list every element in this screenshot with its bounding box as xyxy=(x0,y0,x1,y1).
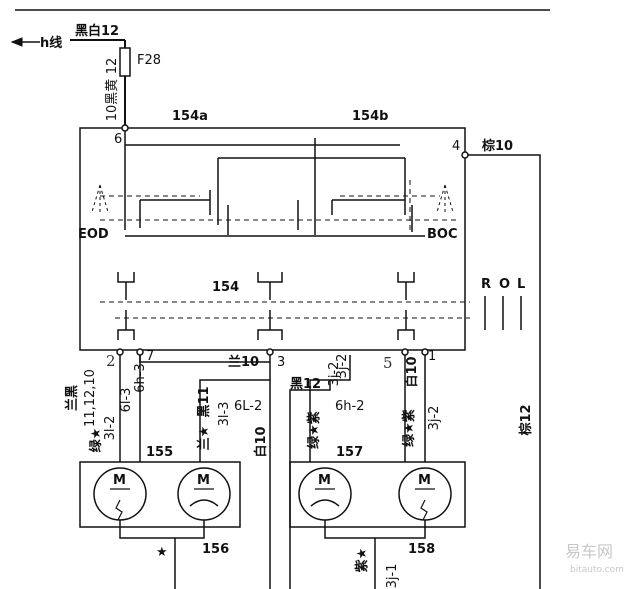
brown10-label: 棕10 xyxy=(481,138,513,154)
w-nums-label: 11,12,10 xyxy=(83,369,98,427)
motor-m-label-2: M xyxy=(197,473,210,488)
bottom156-label: 156 xyxy=(202,542,229,557)
w-3l3-label: 3l-3 xyxy=(217,402,232,427)
wire-top-label: 黑白12 xyxy=(75,23,119,39)
pin3j2-label: 3j-2 xyxy=(335,354,350,379)
h-line-label: h线 xyxy=(40,35,62,51)
pin4-terminal xyxy=(461,151,469,159)
motor-m-label-4: M xyxy=(418,473,431,488)
motor-m-label-3: M xyxy=(318,473,331,488)
w-green-star-l-label: 绿★ xyxy=(88,428,104,453)
rol-switch-symbols xyxy=(484,296,522,330)
motor-155-right: M xyxy=(177,467,231,521)
rol-l-label: L xyxy=(517,277,525,292)
bottom158-label: 158 xyxy=(408,542,435,557)
motor155-label: 155 xyxy=(146,445,173,460)
w-blue-star-label: 兰★ xyxy=(196,426,212,451)
motor-m-label: M xyxy=(113,473,126,488)
w-6l3-label: 6l-3 xyxy=(119,388,134,413)
fuse-f28 xyxy=(119,47,131,77)
motor-assembly-155 xyxy=(79,461,241,528)
lower-contacts xyxy=(117,310,415,340)
white10-label: 白10 xyxy=(404,356,420,387)
w-green-star-purple2-label: 绿★紫 xyxy=(401,409,417,447)
pin7-label: 7 xyxy=(146,349,154,364)
w-6l2-label: 6L-2 xyxy=(234,399,262,414)
eod-indicator xyxy=(91,184,109,213)
pin6-label: 6 xyxy=(114,132,122,147)
w-3j2-label: 3j-2 xyxy=(327,362,342,387)
watermark-cn: 易车网 xyxy=(565,542,613,561)
switch-box-154 xyxy=(79,127,466,351)
block154-label: 154 xyxy=(212,280,239,295)
motor-157-right: M xyxy=(398,467,452,521)
w-6h2-label: 6h-2 xyxy=(335,399,364,414)
motor-assembly-157 xyxy=(289,461,466,528)
h-line-feed xyxy=(10,37,126,48)
rol-r-label: R xyxy=(481,277,491,292)
w-6h3-label: 6h-3 xyxy=(133,363,148,392)
switch-internal-wiring xyxy=(124,131,425,237)
fuse-label: F28 xyxy=(137,53,161,68)
brown12-label: 棕12 xyxy=(518,404,534,436)
pin2-label: 2 xyxy=(106,352,116,370)
bottom-wires xyxy=(119,520,426,589)
pin6-terminal xyxy=(121,124,129,132)
w-3l2-label: 3l-2 xyxy=(103,416,118,441)
boc-label: BOC xyxy=(427,227,458,242)
seg-b-label: 154b xyxy=(352,109,388,124)
pin5-label: 5 xyxy=(383,354,393,372)
motor-feed-wires xyxy=(119,355,426,589)
upper-contacts xyxy=(117,272,415,300)
w-3j2b-label: 3j-2 xyxy=(427,406,442,431)
seg-a-label: 154a xyxy=(172,109,208,124)
bot-star-left-label: ★ xyxy=(156,545,168,560)
pin4-label: 4 xyxy=(452,139,460,154)
motor-157-left: M xyxy=(298,467,352,521)
brown10-wire xyxy=(468,154,541,589)
w-black12-label: 黑12 xyxy=(290,377,321,392)
wire-10-label: 10黑黄 xyxy=(105,79,120,122)
wire-fuse-out-label: 12 xyxy=(105,58,120,75)
motor157-label: 157 xyxy=(336,445,363,460)
motor-155-left: M xyxy=(93,467,147,521)
pin3-label: 3 xyxy=(277,355,285,370)
w-white10-v-label: 白10 xyxy=(253,426,269,457)
rol-o-label: O xyxy=(499,277,510,292)
bot-purple-star-label: 紫★ xyxy=(354,548,370,573)
w-blue-black-label: 兰黑 xyxy=(64,385,80,411)
w-black11-label: 黑11 xyxy=(197,386,212,417)
eod-label: EOD xyxy=(78,227,109,242)
dashed-links xyxy=(100,180,470,319)
w-green-star-purple-label: 绿★紫 xyxy=(306,411,322,449)
bot-3j1-label: 3j-1 xyxy=(385,564,400,589)
watermark-en: bitauto.com xyxy=(570,565,624,575)
boc-indicator xyxy=(436,184,454,213)
pin1-label: 1 xyxy=(428,349,436,364)
